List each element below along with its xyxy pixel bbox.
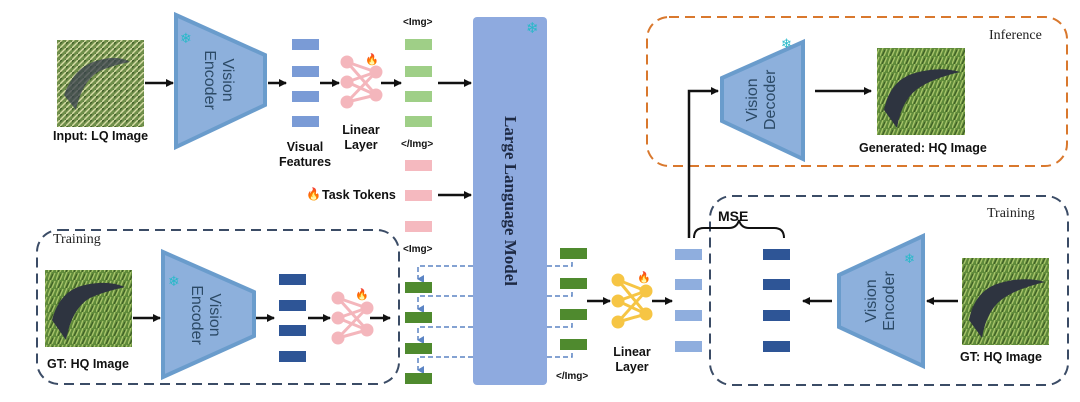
task-tokens-label: Task Tokens [322, 188, 396, 202]
vision-decoder-label-line1: Vision [744, 78, 761, 122]
mse-brace [693, 219, 785, 239]
linear-layer-top-icon [340, 55, 383, 109]
autoregressive-connectors [417, 262, 573, 374]
gt-token-right [763, 341, 790, 352]
vision-encoder-top-shape [174, 11, 267, 151]
training-right-label: Training [987, 206, 1035, 221]
img-token-train-input [405, 373, 432, 384]
visual-feature-token [292, 66, 319, 77]
img-open-tag-train: <Img> [403, 244, 433, 255]
task-token [405, 160, 432, 171]
visual-features-label-line2: Features [278, 155, 332, 169]
gt-hq-image-right [962, 258, 1049, 345]
img-open-tag-top: <Img> [403, 17, 433, 28]
snowflake-icon-encoder-train-left: ❄ [168, 273, 180, 289]
pred-token [675, 279, 702, 290]
visual-features-label: Visual Features [277, 140, 333, 170]
vision-encoder-train-left-label-line2: Encoder [188, 285, 205, 345]
linear-layer-output-label-line2: Layer [615, 360, 649, 374]
arrow-pred-to-decoder [687, 87, 719, 238]
gt-image-right-label: GT: HQ Image [960, 350, 1042, 364]
pred-token [675, 310, 702, 321]
mse-label: MSE [718, 208, 749, 224]
flame-icon-linear-output: 🔥 [637, 272, 651, 284]
linear-layer-output-icon [611, 273, 653, 329]
img-token-output [560, 339, 587, 350]
vision-decoder-label: Vision Decoder [744, 70, 780, 130]
img-token-output [560, 248, 587, 259]
img-close-tag-output: </Img> [556, 371, 589, 382]
linear-layer-train-icon [331, 291, 374, 345]
training-left-label: Training [53, 232, 101, 247]
gt-token-left [279, 351, 306, 362]
generated-image-label: Generated: HQ Image [859, 141, 987, 155]
flame-icon-task: 🔥 [306, 187, 321, 201]
img-token-train-input [405, 282, 432, 293]
linear-layer-top-label: Linear Layer [337, 123, 385, 153]
vision-encoder-train-right-label: Vision Encoder [863, 271, 899, 331]
snowflake-icon-encoder-top: ❄ [180, 30, 192, 46]
gt-image-left-label: GT: HQ Image [47, 357, 129, 371]
llm-box [473, 17, 547, 385]
visual-feature-token [292, 116, 319, 127]
img-close-tag-top: </Img> [401, 139, 434, 150]
gt-token-right [763, 310, 790, 321]
linear-layer-top-label-line2: Layer [344, 138, 378, 152]
img-token [405, 116, 432, 127]
flame-icon-linear-top: 🔥 [365, 54, 379, 66]
vision-encoder-top-label-line2: Encoder [201, 50, 218, 110]
linear-layer-output-label-line1: Linear [613, 345, 651, 359]
vision-encoder-train-left-shape [161, 248, 256, 381]
inference-box [646, 16, 1068, 167]
vision-encoder-train-left-label-line1: Vision [206, 293, 223, 337]
gt-token-left [279, 274, 306, 285]
gt-token-left [279, 300, 306, 311]
img-token [405, 39, 432, 50]
task-token [405, 190, 432, 201]
gt-token-right [763, 249, 790, 260]
pred-token [675, 341, 702, 352]
vision-encoder-top-label: Vision Encoder [200, 50, 236, 110]
snowflake-icon-encoder-train-right: ❄ [904, 251, 915, 266]
vision-encoder-top-label-line1: Vision [219, 58, 236, 102]
snowflake-icon-decoder: ❄ [781, 36, 792, 51]
linear-layer-output-label: Linear Layer [608, 345, 656, 375]
gt-hq-image-left [45, 270, 132, 347]
training-box-left [36, 229, 400, 385]
visual-features-label-line1: Visual [286, 140, 324, 154]
inference-label: Inference [989, 28, 1042, 43]
training-box-right [709, 195, 1069, 386]
img-token [405, 91, 432, 102]
task-token [405, 221, 432, 232]
vision-encoder-train-left-label: Vision Encoder [187, 285, 223, 345]
visual-feature-token [292, 91, 319, 102]
img-token-train-input [405, 312, 432, 323]
input-lq-image [57, 40, 144, 127]
img-token [405, 66, 432, 77]
gt-token-right [763, 279, 790, 290]
vision-encoder-train-right-label-line1: Vision [863, 279, 880, 323]
visual-feature-token [292, 39, 319, 50]
gt-token-left [279, 325, 306, 336]
vision-decoder-shape [720, 38, 805, 163]
pred-token [675, 249, 702, 260]
img-token-train-input [405, 343, 432, 354]
vision-decoder-label-line2: Decoder [762, 69, 779, 130]
linear-layer-top-label-line1: Linear [342, 123, 380, 137]
llm-label: Large Language Model [501, 116, 520, 286]
img-token-output [560, 278, 587, 289]
snowflake-icon-llm: ❄ [526, 20, 539, 37]
generated-hq-image [877, 48, 965, 135]
flame-icon-linear-train: 🔥 [355, 289, 369, 301]
vision-encoder-train-right-label-line2: Encoder [881, 271, 898, 331]
vision-encoder-train-right-shape [837, 232, 925, 370]
input-image-label: Input: LQ Image [53, 129, 149, 143]
img-token-output [560, 309, 587, 320]
